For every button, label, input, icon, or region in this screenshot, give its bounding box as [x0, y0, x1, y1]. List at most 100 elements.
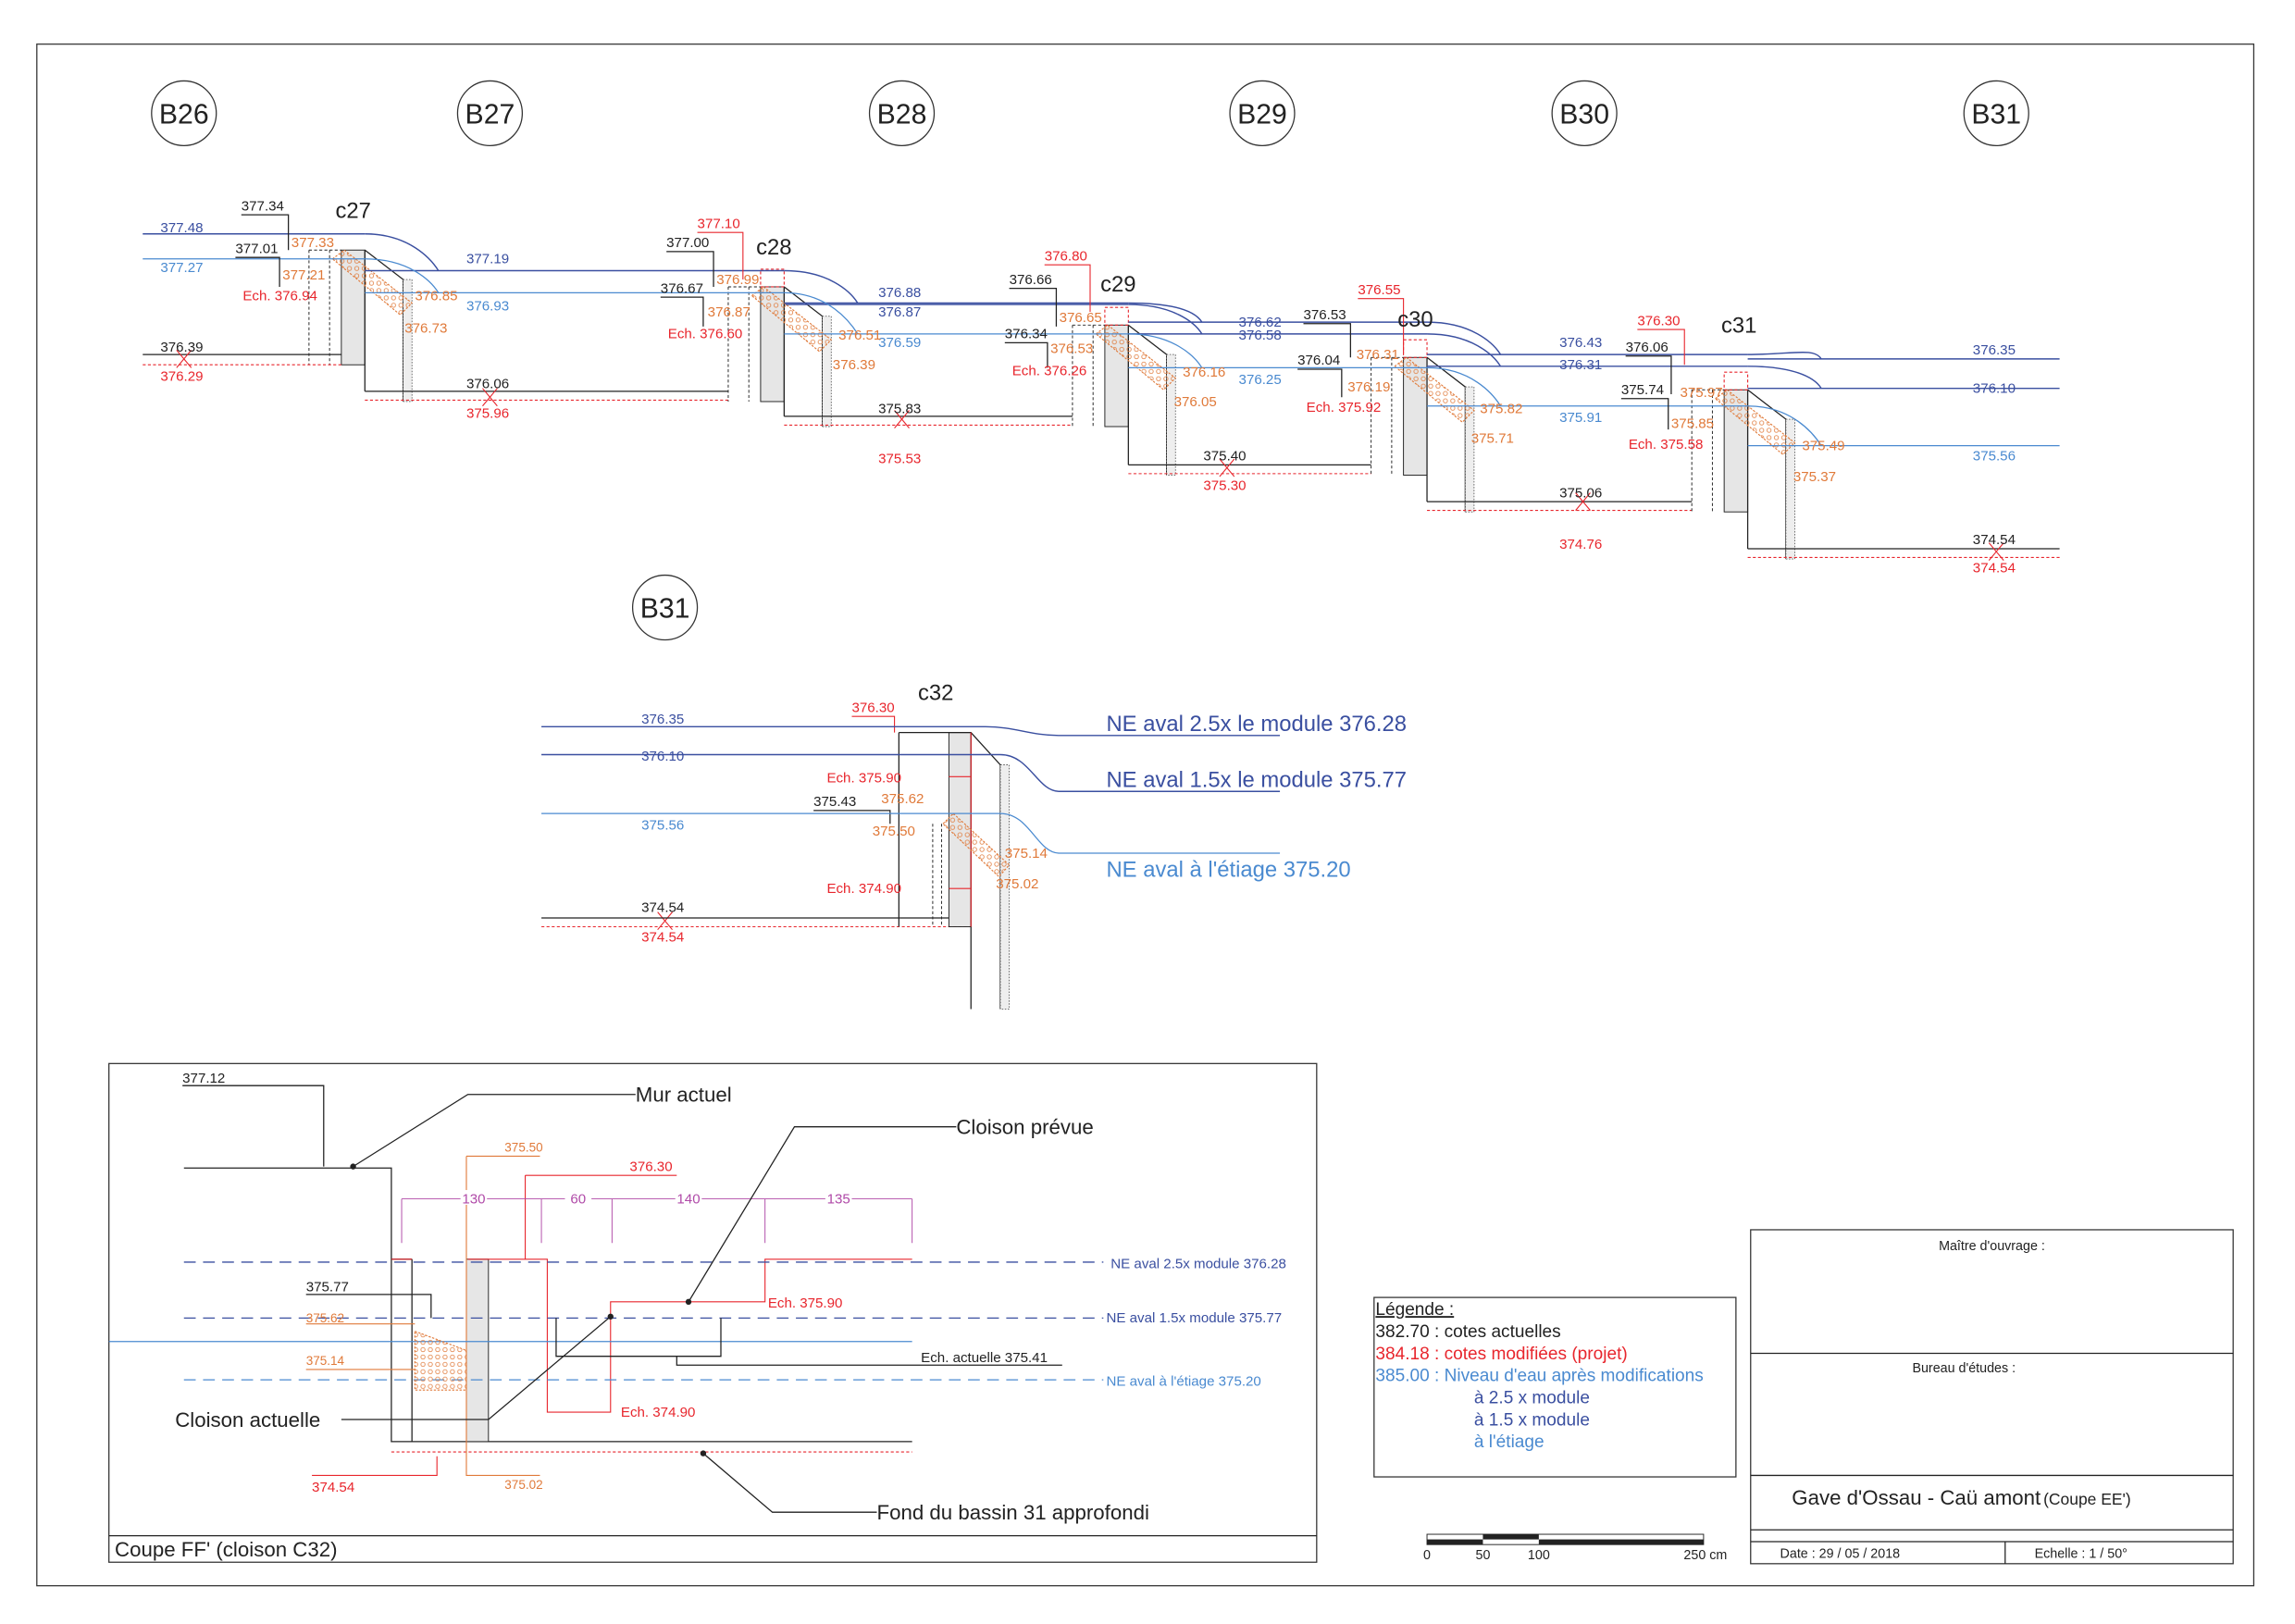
red-bottom-label: 374.54 — [312, 1480, 354, 1495]
water-level-label: 376.43 — [1559, 335, 1602, 351]
modified-level-label: 375.53 — [878, 452, 921, 467]
modified-level-leader — [1044, 264, 1091, 313]
water-line-2-5x-module-drop — [1128, 302, 1203, 323]
legend-actual: 382.70 : cotes actuelles — [1375, 1322, 1560, 1342]
cloison-name-c32: c32 — [918, 681, 953, 706]
basin-label-b31: B31 — [1971, 100, 2021, 130]
water-level-label: 376.62 — [1239, 315, 1282, 330]
project-level-label: 375.37 — [1793, 469, 1836, 485]
basin-label-b29: B29 — [1237, 100, 1287, 130]
project-level-label: 376.19 — [1347, 379, 1390, 395]
coupe-ff-frame — [108, 1062, 1318, 1563]
modified-level-label: 377.10 — [698, 216, 740, 231]
dimension-gap — [564, 1190, 592, 1205]
water-line-1-5x-module-drop — [1427, 333, 1502, 367]
actual-level-label: 377.34 — [242, 198, 284, 214]
actual-level-label: 376.04 — [1297, 353, 1340, 368]
cloison-c32-dashed — [932, 824, 942, 927]
level-leader — [235, 256, 280, 287]
water-level-label: 376.87 — [878, 304, 921, 320]
water-level-label: 376.25 — [1239, 372, 1282, 388]
level-leader — [1303, 323, 1352, 358]
actual-level-label: 375.74 — [1621, 382, 1664, 398]
top-level-label: 377.12 — [182, 1071, 225, 1086]
orange-top-label: 375.50 — [504, 1141, 542, 1155]
water-level-label: 376.35 — [641, 712, 684, 727]
legend-modified: 384.18 : cotes modifiées (projet) — [1375, 1345, 1627, 1364]
project-level-label: 375.85 — [1671, 416, 1714, 432]
basin-bubble-b29 — [1229, 80, 1296, 147]
basin-bubble-b31-lower — [631, 574, 699, 641]
mur-actuel-label: Mur actuel — [636, 1084, 732, 1107]
level-leader — [1004, 341, 1048, 368]
project-level-label: 376.73 — [404, 320, 447, 336]
level-leader — [660, 296, 704, 327]
water-level-label: 376.59 — [878, 335, 921, 351]
level-375-77-label: 375.77 — [306, 1280, 349, 1295]
cloison-actuelle-leader — [341, 1316, 612, 1420]
water-line-2-5x-module-drop — [365, 233, 440, 271]
project-level-label: 377.21 — [282, 267, 325, 283]
basin-bubble-b27 — [456, 80, 524, 147]
bureau-etudes-label: Bureau d'études : — [1912, 1361, 2016, 1376]
modified-crest — [760, 268, 785, 288]
orange-leader — [465, 1155, 540, 1476]
dimension-gap — [675, 1190, 702, 1205]
water-line-low-flow-drop — [1128, 333, 1203, 368]
actual-level-label: 374.54 — [641, 900, 684, 916]
title-block — [1750, 1229, 2234, 1565]
water-level-label: 377.27 — [160, 260, 203, 276]
ne-label-1-5x: NE aval 1.5x le module 375.77 — [1106, 767, 1407, 792]
level-leader — [305, 1294, 432, 1319]
project-level-label: 375.49 — [1802, 438, 1844, 453]
legend-water-low-flow: à l'étiage — [1474, 1432, 1544, 1452]
water-line-2-5x-module-drop — [784, 269, 859, 304]
scale-bar-segment — [1482, 1534, 1539, 1540]
rock-fill-hatch — [414, 1330, 467, 1391]
water-line-1-5x-module-drop — [1747, 366, 1822, 390]
cloison-name-c27: c27 — [336, 198, 371, 223]
cloison-prevue-label: Cloison prévue — [956, 1116, 1093, 1139]
project-level-label: 376.65 — [1060, 310, 1102, 326]
arrow-head-icon — [350, 1163, 356, 1170]
dimension-label: 130 — [462, 1191, 485, 1207]
basin-label-b28: B28 — [877, 100, 927, 130]
orange-leader — [305, 1323, 416, 1370]
legend-title: Légende : — [1375, 1300, 1454, 1320]
dimension-label: 135 — [827, 1191, 850, 1207]
modified-level-label: 375.30 — [1203, 477, 1246, 493]
ne-label-1-5x: NE aval 1.5x module 375.77 — [1106, 1310, 1282, 1326]
project-level-label: 375.71 — [1471, 430, 1514, 446]
legend-water-2-5x: à 2.5 x module — [1474, 1389, 1590, 1408]
cloison-existing-outline — [308, 249, 341, 366]
actual-level-label: 376.67 — [661, 280, 703, 296]
project-level-label: 375.02 — [996, 876, 1038, 892]
project-level-label: 375.14 — [1005, 846, 1048, 862]
scale-tick: 250 cm — [1683, 1548, 1727, 1563]
actual-level-label: 376.53 — [1304, 307, 1346, 323]
basin-bubble-b31 — [1963, 80, 2029, 147]
actual-level-label: 376.39 — [160, 340, 203, 355]
scale-bar-segment — [1538, 1539, 1704, 1545]
orange-level-2-label: 375.14 — [306, 1354, 345, 1368]
arrow-head-icon — [700, 1450, 707, 1457]
legend-water: 385.00 : Niveau d'eau après modification… — [1375, 1367, 1703, 1386]
modified-level-label: 376.29 — [160, 369, 203, 385]
orange-level-1-label: 375.62 — [306, 1311, 344, 1325]
project-level-label: 375.82 — [1480, 402, 1522, 417]
project-level-label: 376.99 — [716, 272, 759, 288]
level-leader — [1297, 368, 1343, 398]
modified-crest — [1104, 306, 1129, 326]
ne-label-2-5x: NE aval 2.5x le module 376.28 — [1106, 712, 1407, 737]
basin-label-b31-lower: B31 — [640, 594, 690, 625]
actual-level-label: 376.66 — [1010, 272, 1052, 288]
maitre-ouvrage-label: Maître d'ouvrage : — [1939, 1239, 2045, 1254]
floor-marker — [894, 410, 910, 428]
water-level-label: 375.91 — [1559, 410, 1602, 426]
cloison-name-c31: c31 — [1721, 313, 1756, 338]
water-level-label: 376.10 — [1973, 380, 2016, 396]
echancrure-actuelle — [555, 1318, 722, 1357]
project-level-label: 376.51 — [838, 328, 881, 343]
project-level-label: 377.33 — [292, 235, 334, 251]
